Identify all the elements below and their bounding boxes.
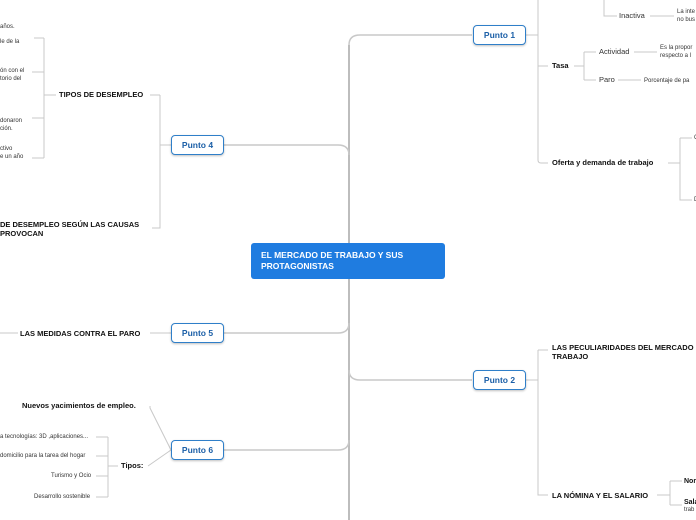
punto-1-node[interactable]: Punto 1 [473,25,526,45]
punto-6-node[interactable]: Punto 6 [171,440,224,460]
tipo-leaf-domicilio: domicilio para la tarea del hogar [0,453,86,459]
desempleo-leaf-3-line1: ón con el [0,68,25,74]
paro-node[interactable]: Paro [599,75,615,84]
actividad-desc-line2: respecto a l [660,53,692,59]
medidas-paro-node[interactable]: LAS MEDIDAS CONTRA EL PARO [20,329,141,338]
punto-2-node[interactable]: Punto 2 [473,370,526,390]
oferta-child-o[interactable]: O [694,134,696,142]
nomina-child[interactable]: Nom [684,478,696,485]
inactiva-desc-line1: La inte [677,9,696,15]
paro-desc: Porcentaje de pa [644,78,690,84]
salario-child-line2: trab [684,507,695,513]
nomina-salario-node[interactable]: LA NÓMINA Y EL SALARIO [552,491,649,500]
tasa-node[interactable]: Tasa [552,61,569,70]
tipos-desempleo-node[interactable]: TIPOS DE DESEMPLEO [59,90,144,99]
desempleo-leaf-4-line1: donaron [0,118,23,124]
desempleo-leaf-3-line2: torio del [0,76,22,82]
central-topic[interactable]: EL MERCADO DE TRABAJO Y SUS PROTAGONISTA… [251,243,445,279]
desempleo-leaf-2: le de la [0,39,20,45]
tipo-leaf-tecnologias: a tecnologías: 3D ,aplicaciones... [0,434,89,440]
desempleo-leaf-4-line2: ción. [0,126,13,132]
punto-5-node[interactable]: Punto 5 [171,323,224,343]
desempleo-leaf-5-line2: e un año [0,154,24,160]
desempleo-leaf-5-line1: ctivo [0,146,13,152]
tipo-leaf-turismo: Turismo y Ocio [51,473,92,479]
causas-node-line2: PROVOCAN [0,229,44,238]
actividad-desc-line1: Es la propor [660,45,693,51]
tipo-leaf-desarrollo: Desarrollo sostenible [34,494,91,500]
peculiaridades-node-line2: TRABAJO [552,352,589,361]
oferta-child-d[interactable]: D [694,196,696,204]
punto-4-node[interactable]: Punto 4 [171,135,224,155]
desempleo-leaf-1: años. [0,24,15,30]
inactiva-node[interactable]: Inactiva [619,11,645,20]
peculiaridades-node-line1[interactable]: LAS PECULIARIDADES DEL MERCADO [552,343,694,352]
inactiva-desc-line2: no bus [677,17,696,23]
tipos-node[interactable]: Tipos: [121,461,144,470]
causas-node-line1[interactable]: DE DESEMPLEO SEGÚN LAS CAUSAS [0,220,140,229]
salario-child-line1[interactable]: Sala [684,499,696,506]
oferta-demanda-node[interactable]: Oferta y demanda de trabajo [552,158,654,167]
actividad-node[interactable]: Actividad [599,47,630,56]
nuevos-yacimientos-node[interactable]: Nuevos yacimientos de empleo. [22,401,136,410]
